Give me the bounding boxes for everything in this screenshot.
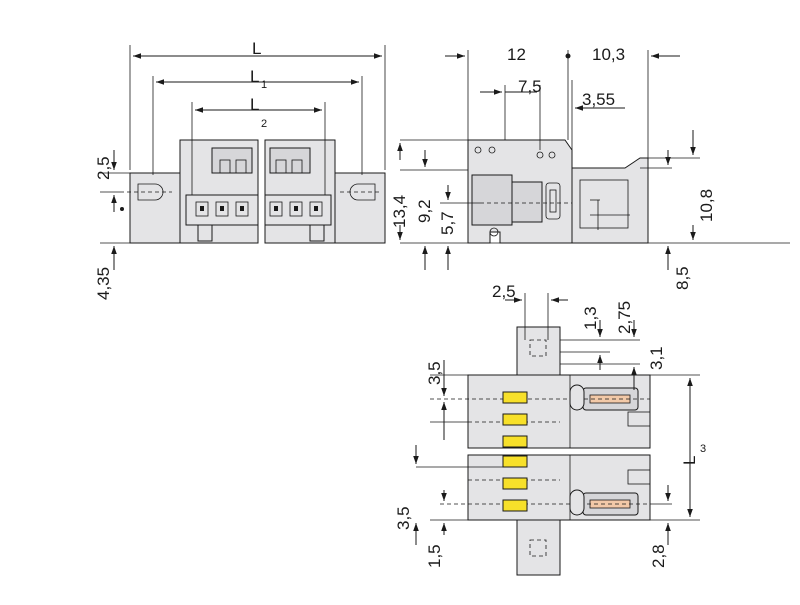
dim-5-7: 5,7 [438,211,457,235]
front-view: L L 1 L 2 2,5 4,35 [94,39,386,300]
dim-L2: L [250,95,259,114]
dim-2-5-bottom: 2,5 [492,282,516,301]
contact-4 [502,455,528,468]
side-tongue [571,157,649,244]
side-view: 12 10,3 7,5 3,55 13,4 9,2 5,7 10 [390,45,790,290]
dim-2-75: 2,75 [615,301,634,334]
dim-7-5: 7,5 [518,77,542,96]
dim-1-3: 1,3 [581,306,600,330]
dim-12: 12 [507,45,526,64]
dim-3-5-top: 3,5 [425,361,444,385]
dim-13-4: 13,4 [390,195,409,228]
dim-3-1: 3,1 [647,346,666,370]
dim-2-8: 2,8 [649,544,668,568]
dim-8-5: 8,5 [673,266,692,290]
bottom-view: 2,5 1,3 2,75 3,1 L 3 3,5 3,5 1,5 [394,282,706,576]
dim-4-35: 4,35 [94,267,113,300]
contact-1 [502,391,528,404]
right-latch [269,147,311,174]
dim-9-2: 9,2 [415,199,434,223]
contact-3 [502,435,528,448]
right-end-block [334,172,386,244]
dim-L1-sub: 1 [261,79,267,91]
dim-3-55: 3,55 [582,90,615,109]
dim-3-5-bottom: 3,5 [394,506,413,530]
dim-2-5-left: 2,5 [94,156,113,180]
dim-L3: L [680,456,699,465]
contact-2 [502,413,528,426]
dim-L: L [252,39,261,58]
dim-L1: L [250,67,259,86]
dim-L3-sub: 3 [700,443,706,455]
upper-body [467,374,651,449]
dim-1-5: 1,5 [425,544,444,568]
dim-L2-sub: 2 [261,118,267,130]
left-latch [211,147,253,174]
contact-6 [502,499,528,512]
dim-10-8: 10,8 [697,189,716,222]
left-end-block [129,172,181,244]
bottom-ear [516,519,561,576]
dim-10-3: 10,3 [592,45,625,64]
top-ear [516,326,561,376]
contact-5 [502,477,528,490]
